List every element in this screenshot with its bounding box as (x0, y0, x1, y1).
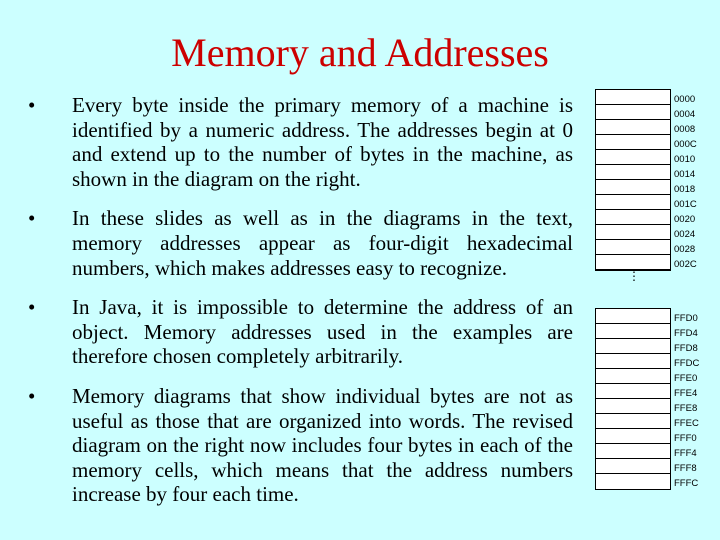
address-label: FFE8 (674, 403, 698, 414)
bullet-list: Every byte inside the primary memory of … (28, 93, 573, 507)
memory-cell (596, 90, 670, 105)
address-label: FFDC (674, 358, 700, 369)
memory-cells-top (595, 89, 671, 271)
address-label: FFE0 (674, 373, 698, 384)
address-label: FFD0 (674, 313, 698, 324)
memory-cell (596, 210, 670, 225)
address-label: 0008 (674, 124, 696, 135)
memory-cell (596, 369, 670, 384)
slide-title: Memory and Addresses (171, 30, 549, 75)
address-label: 0004 (674, 109, 696, 120)
memory-cell (596, 459, 670, 474)
address-label: 0014 (674, 169, 696, 180)
address-label: 0018 (674, 184, 696, 195)
bullet-item: Every byte inside the primary memory of … (28, 93, 573, 191)
memory-gap-marker: ⋮ (628, 269, 640, 283)
address-label: FFF4 (674, 448, 697, 459)
memory-cells-bottom (595, 308, 671, 490)
address-label: 0020 (674, 214, 696, 225)
address-label: 0028 (674, 244, 696, 255)
address-label: 0024 (674, 229, 696, 240)
memory-cell (596, 180, 670, 195)
address-label: 001C (674, 199, 697, 210)
address-label: FFE4 (674, 388, 698, 399)
memory-cell (596, 324, 670, 339)
memory-cell (596, 429, 670, 444)
memory-cell (596, 120, 670, 135)
memory-cell (596, 225, 670, 240)
memory-cell (596, 255, 670, 270)
bullet-item: In these slides as well as in the diagra… (28, 206, 573, 280)
memory-cell (596, 414, 670, 429)
memory-cell (596, 399, 670, 414)
memory-cell (596, 150, 670, 165)
address-label: FFD8 (674, 343, 698, 354)
address-label: 0000 (674, 94, 696, 105)
address-label: FFD4 (674, 328, 698, 339)
address-label: FFEC (674, 418, 699, 429)
memory-cell (596, 354, 670, 369)
address-label: 002C (674, 259, 697, 270)
memory-cell (596, 240, 670, 255)
memory-cell (596, 474, 670, 489)
memory-cell (596, 339, 670, 354)
bullet-item: Memory diagrams that show individual byt… (28, 384, 573, 507)
memory-cell (596, 135, 670, 150)
memory-cell (596, 444, 670, 459)
address-column-top: 0000 0004 0008 000C 0010 0014 0018 001C 0020 0024… (674, 92, 697, 272)
memory-cell (596, 165, 670, 180)
memory-cell (596, 105, 670, 120)
memory-cell (596, 384, 670, 399)
address-label: 0010 (674, 154, 696, 165)
address-label: FFF8 (674, 463, 697, 474)
memory-cell (596, 195, 670, 210)
address-label: FFFC (674, 478, 699, 489)
memory-cell (596, 309, 670, 324)
address-label: FFF0 (674, 433, 697, 444)
address-label: 000C (674, 139, 697, 150)
bullet-item: In Java, it is impossible to determine t… (28, 295, 573, 369)
